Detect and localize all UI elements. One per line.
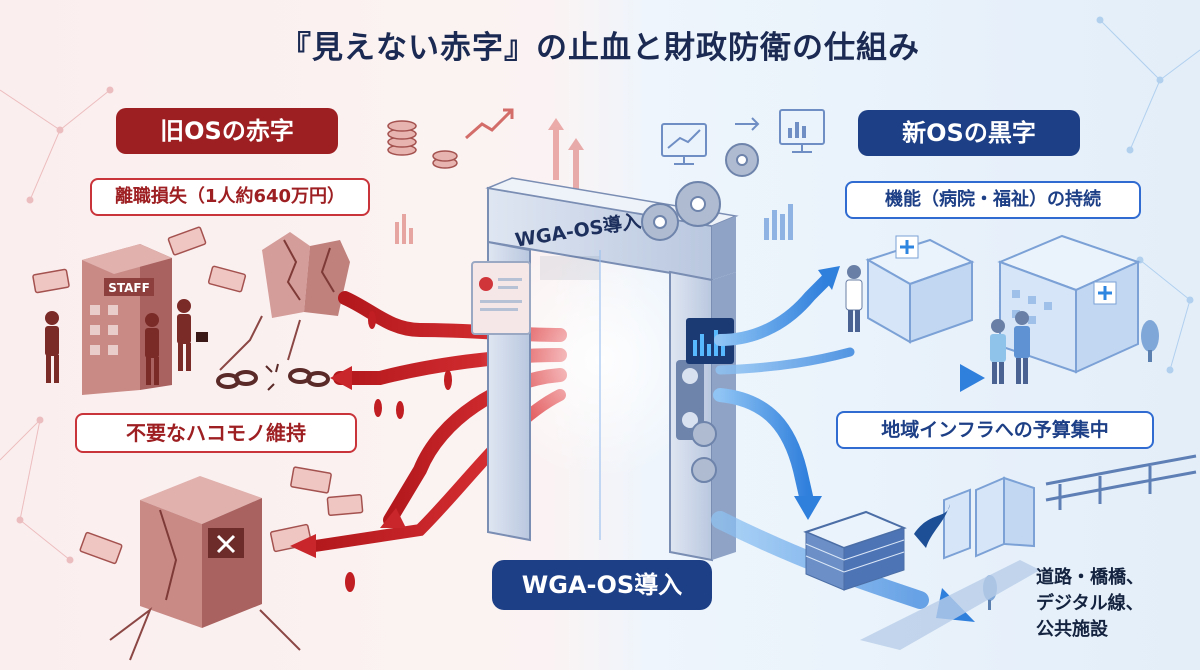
old-os-deficit-heading: 旧OSの赤字 bbox=[116, 108, 338, 154]
monitor-icon bbox=[661, 123, 707, 165]
gear-icons bbox=[641, 143, 759, 483]
right-arrow-small-icon bbox=[735, 117, 760, 131]
broken-chain-icon bbox=[216, 363, 330, 391]
staff-sign: STAFF bbox=[108, 281, 150, 295]
medical-staff-figures bbox=[845, 265, 1030, 384]
unnecessary-facilities-label: 不要なハコモノ維持 bbox=[75, 413, 357, 453]
red-arrow-heads bbox=[290, 366, 406, 558]
turnover-loss-label: 離職損失（1人約640万円） bbox=[90, 178, 370, 216]
page-title: 『見えない赤字』の止血と財政防衛の仕組み bbox=[280, 30, 920, 66]
clinic-building bbox=[865, 235, 975, 344]
new-os-surplus-heading: 新OSの黒字 bbox=[858, 110, 1080, 156]
report-monitor-icon bbox=[779, 109, 825, 153]
infra-list-label: 道路・橋橋、 デジタル線、 公共施設 bbox=[1036, 567, 1144, 640]
infra-budget-label: 地域インフラへの予算集中 bbox=[836, 411, 1154, 449]
leaving-staff-figures bbox=[45, 299, 208, 385]
bird-shape bbox=[914, 504, 950, 548]
flying-money bbox=[32, 226, 364, 565]
coin-stack-icon bbox=[387, 120, 458, 169]
wga-os-badge: WGA-OS導入 bbox=[492, 560, 712, 610]
up-arrows-red bbox=[548, 118, 584, 200]
bar-chart-blue-icon bbox=[764, 204, 793, 240]
function-continuity-label: 機能（病院・福祉）の持続 bbox=[845, 181, 1141, 219]
money-stack-icon bbox=[803, 510, 907, 591]
rising-arrow-red-icon bbox=[465, 108, 514, 140]
dashboard-panel-icon bbox=[471, 261, 531, 335]
road-icon bbox=[860, 560, 1040, 650]
network-lines-right bbox=[1096, 16, 1200, 374]
network-lines-left bbox=[0, 86, 114, 564]
bar-chart-red-icon bbox=[395, 214, 413, 244]
blue-flow-arrows bbox=[711, 274, 966, 609]
cracked-box-building bbox=[109, 476, 301, 661]
city-buildings-icon bbox=[943, 476, 1035, 560]
bridge-icon bbox=[1045, 454, 1197, 510]
